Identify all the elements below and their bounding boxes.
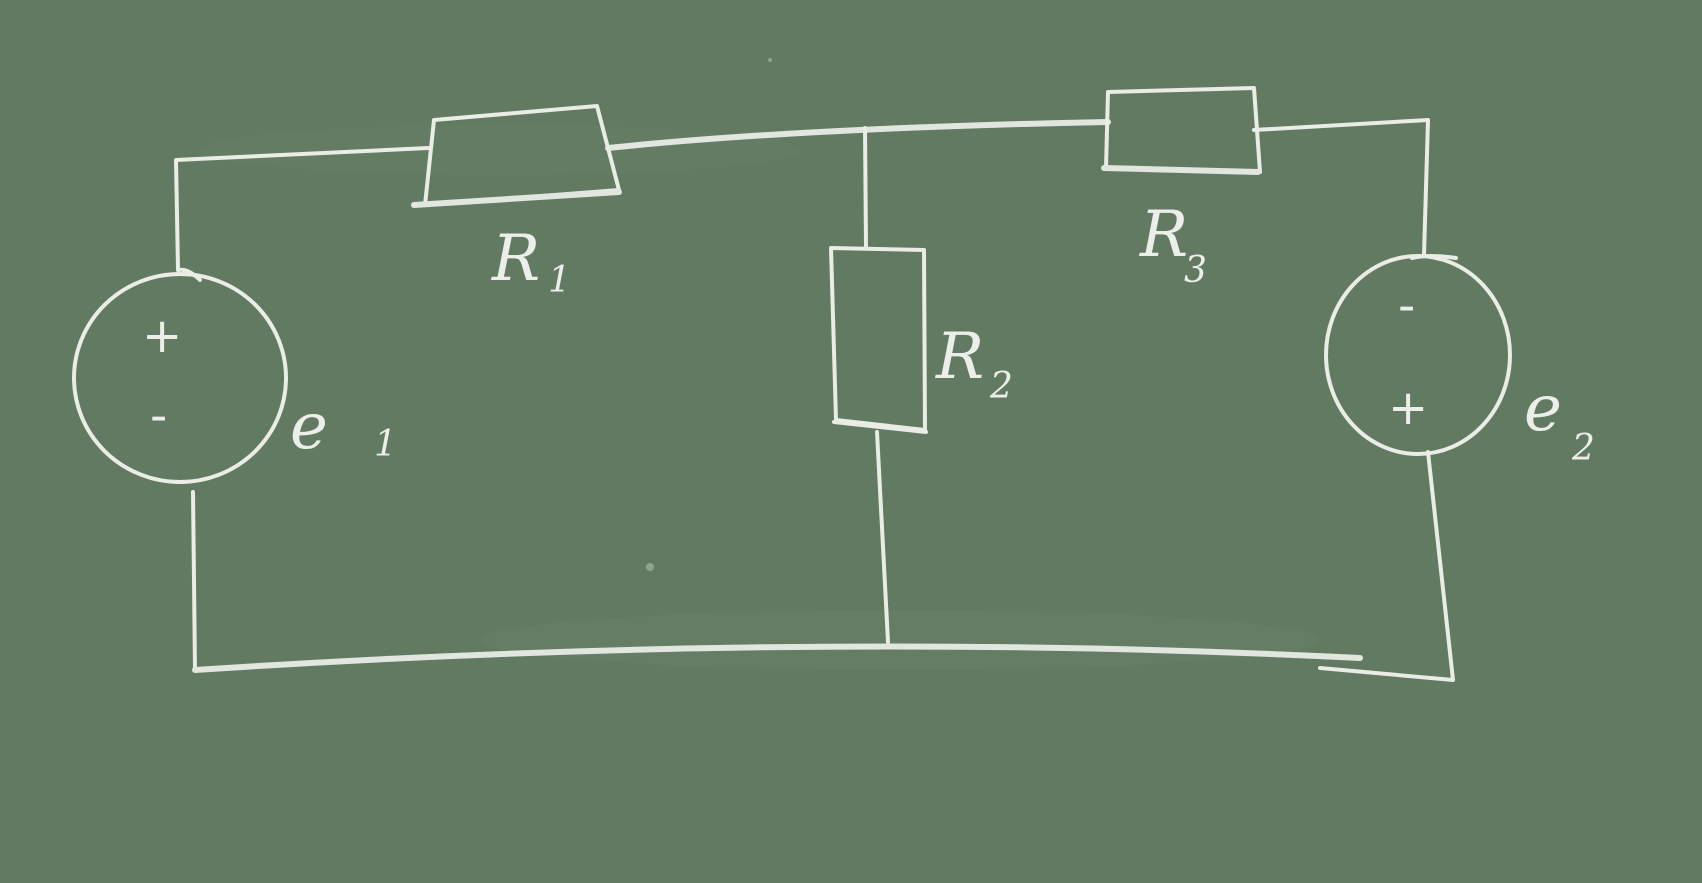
wire-bottom-right: [1318, 450, 1455, 682]
e2-bottom-sign: +: [1388, 380, 1428, 436]
svg-text:2: 2: [989, 366, 1013, 407]
svg-text:R: R: [491, 222, 540, 296]
svg-text:1: 1: [548, 260, 571, 301]
svg-text:3: 3: [1184, 250, 1207, 291]
wire-node-to-r2: [863, 126, 868, 250]
e2-top-sign: -: [1398, 278, 1415, 334]
label-r3: R 3: [1139, 198, 1207, 291]
wire-r1-r3-top: [605, 119, 1111, 151]
chalk-dust: [200, 58, 1320, 670]
wire-bottom-rail: [192, 643, 1363, 673]
e1-bottom-sign: -: [150, 388, 167, 444]
resistor-r3: [1101, 86, 1262, 175]
voltage-source-e1: [72, 267, 288, 484]
svg-text:e: e: [290, 390, 328, 464]
svg-text:R: R: [935, 320, 984, 394]
resistor-r2: [829, 246, 928, 434]
wire-r3-to-e2: [1252, 118, 1430, 257]
svg-text:R: R: [1139, 198, 1188, 272]
svg-text:e: e: [1524, 372, 1562, 446]
wire-e1-top: [174, 146, 430, 272]
svg-text:1: 1: [374, 424, 397, 465]
label-e2: e 2: [1524, 372, 1595, 469]
svg-text:2: 2: [1571, 428, 1595, 469]
resistor-r1: [411, 104, 622, 208]
label-e1: e 1: [290, 390, 397, 465]
wire-r2-to-bottom: [875, 430, 890, 644]
wire-e1-bottom: [191, 490, 197, 672]
label-r2: R 2: [935, 320, 1013, 407]
circuit-wires: [174, 118, 1455, 682]
voltage-source-e2: [1324, 254, 1512, 456]
e1-top-sign: +: [142, 308, 182, 364]
label-r1: R 1: [491, 222, 571, 301]
